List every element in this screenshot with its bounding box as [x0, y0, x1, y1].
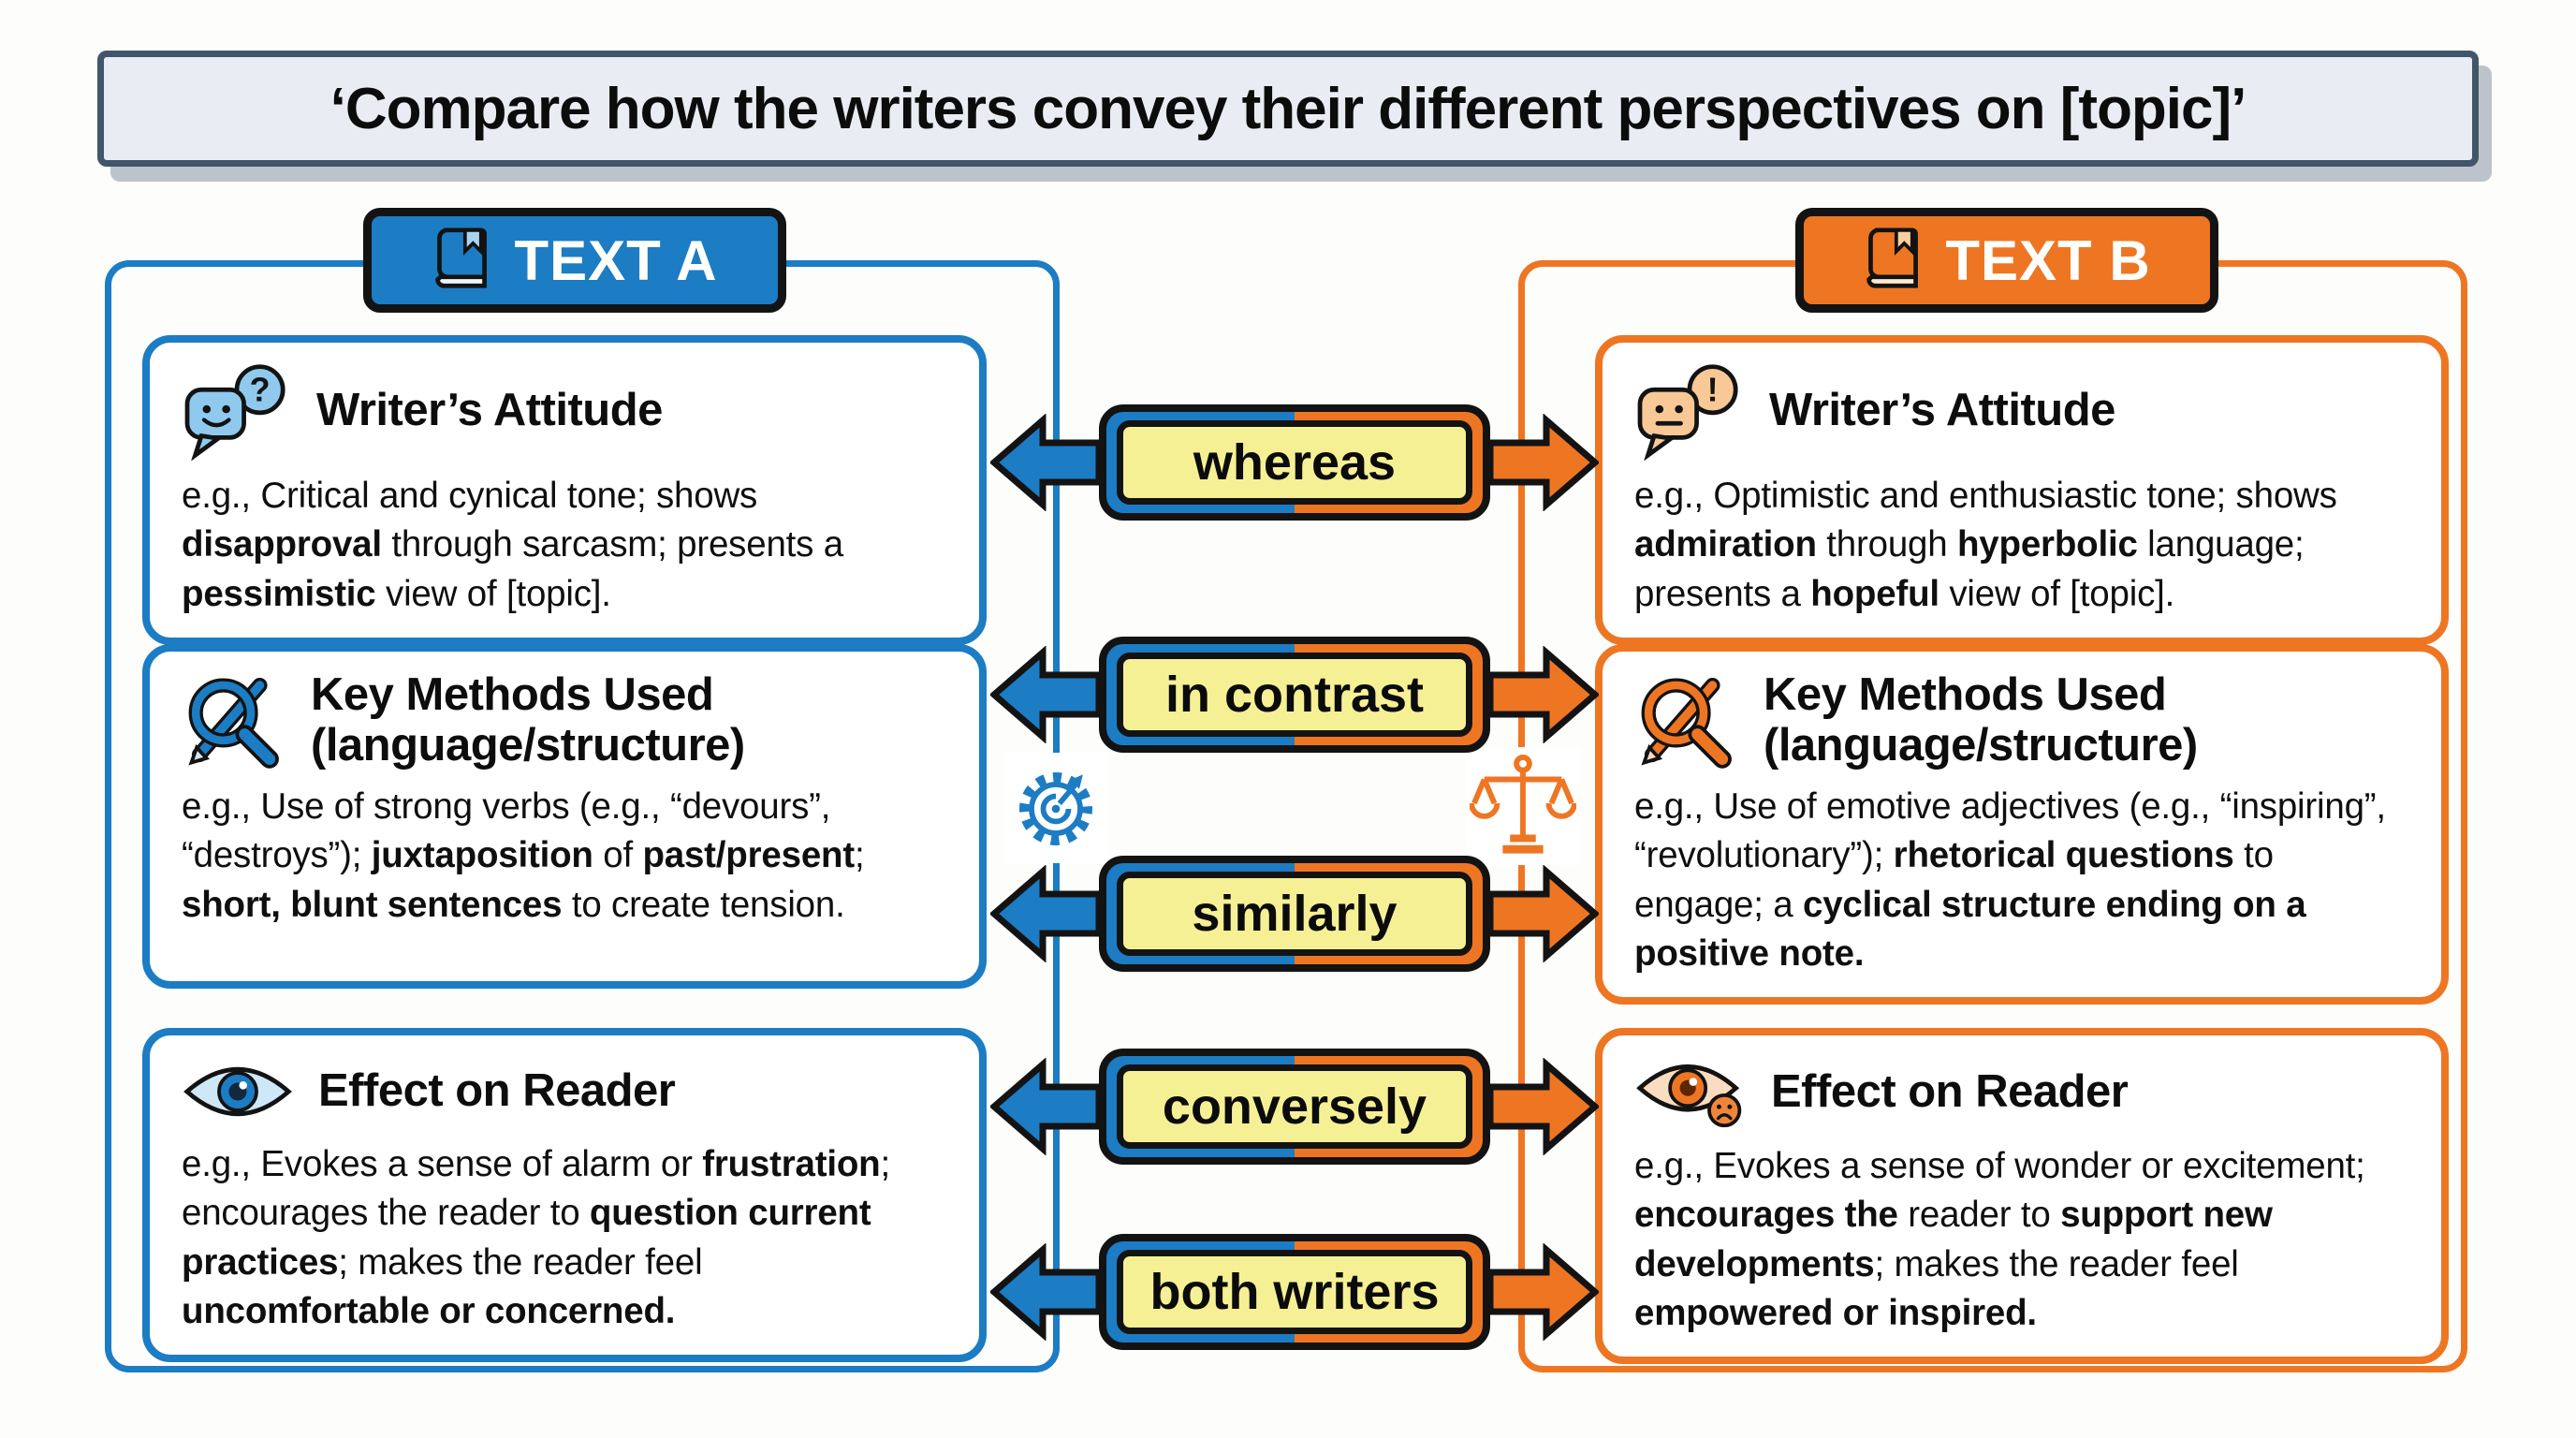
- text-a-attitude-card: ? Writer’s Attitude e.g., Critical and c…: [142, 335, 987, 646]
- text-a-effect-card: Effect on Reader e.g., Evokes a sense of…: [142, 1028, 987, 1363]
- text-b-methods-card: Key Methods Used (language/structure) e.…: [1595, 644, 2449, 1005]
- text-b-attitude-card: ! Writer’s Attitude e.g., Optimistic and…: [1595, 335, 2449, 646]
- speech-bubbles-question-icon: ?: [182, 361, 292, 461]
- arrow-left-icon: [990, 414, 1099, 511]
- connective-label: similarly: [1192, 886, 1398, 942]
- book-icon: [432, 226, 493, 296]
- arrow-right-icon: [1490, 865, 1599, 962]
- text-a-badge-label: TEXT A: [514, 228, 718, 292]
- magnifier-pencil-icon: [182, 670, 286, 771]
- connective-row-whereas: whereas: [990, 404, 1599, 521]
- connective-row-in-contrast: in contrast: [990, 637, 1599, 753]
- connective-capsule: similarly: [1099, 856, 1490, 972]
- connective-label: in contrast: [1164, 667, 1425, 723]
- arrow-right-icon: [1490, 414, 1599, 511]
- eye-icon: [182, 1054, 294, 1129]
- card-body: e.g., Use of emotive adjectives (e.g., “…: [1634, 786, 2386, 975]
- arrow-left-icon: [990, 865, 1099, 962]
- connective-capsule: conversely: [1099, 1049, 1490, 1165]
- card-body: e.g., Evokes a sense of wonder or excite…: [1634, 1146, 2365, 1334]
- connective-label: both writers: [1149, 1264, 1440, 1320]
- arrow-left-icon: [990, 1058, 1099, 1155]
- card-body: e.g., Critical and cynical tone; shows d…: [182, 476, 843, 614]
- text-a-badge: TEXT A: [363, 208, 786, 313]
- card-title: Key Methods Used (language/structure): [1764, 669, 2198, 770]
- question-glyph: ?: [250, 371, 271, 409]
- magnifier-pencil-icon: [1634, 670, 1739, 771]
- text-b-badge: TEXT B: [1795, 208, 2218, 313]
- connective-label: conversely: [1162, 1078, 1427, 1135]
- card-body: e.g., Evokes a sense of alarm or frustra…: [182, 1144, 891, 1332]
- speech-bubbles-exclamation-icon: !: [1634, 361, 1745, 461]
- arrow-right-icon: [1490, 1243, 1599, 1341]
- banner: ‘Compare how the writers convey their di…: [97, 51, 2479, 167]
- connective-capsule: in contrast: [1099, 637, 1490, 753]
- card-body: e.g., Optimistic and enthusiastic tone; …: [1634, 476, 2337, 614]
- eye-sad-face-icon: [1634, 1054, 1747, 1131]
- connective-capsule: both writers: [1099, 1234, 1490, 1350]
- banner-title: ‘Compare how the writers convey their di…: [329, 76, 2247, 141]
- text-b-effect-card: Effect on Reader e.g., Evokes a sense of…: [1595, 1028, 2449, 1365]
- arrow-right-icon: [1490, 646, 1599, 743]
- connective-capsule: whereas: [1099, 404, 1490, 521]
- card-body: e.g., Use of strong verbs (e.g., “devour…: [182, 786, 865, 925]
- scales-icon: [1466, 747, 1580, 865]
- card-title: Effect on Reader: [1771, 1066, 2129, 1118]
- text-a-methods-card: Key Methods Used (language/structure) e.…: [142, 644, 987, 989]
- card-title: Key Methods Used (language/structure): [311, 669, 745, 770]
- connective-row-both-writers: both writers: [990, 1234, 1599, 1350]
- connective-label: whereas: [1193, 434, 1397, 491]
- gear-target-icon: [1003, 753, 1108, 863]
- exclamation-glyph: !: [1707, 371, 1719, 409]
- connective-row-conversely: conversely: [990, 1049, 1599, 1165]
- arrow-left-icon: [990, 646, 1099, 743]
- card-title: Writer’s Attitude: [316, 385, 663, 436]
- arrow-left-icon: [990, 1243, 1099, 1341]
- card-title: Effect on Reader: [318, 1065, 676, 1117]
- book-icon: [1863, 226, 1925, 296]
- connective-row-similarly: similarly: [990, 856, 1599, 972]
- card-title: Writer’s Attitude: [1769, 385, 2115, 436]
- text-b-badge-label: TEXT B: [1945, 228, 2151, 292]
- arrow-right-icon: [1490, 1058, 1599, 1155]
